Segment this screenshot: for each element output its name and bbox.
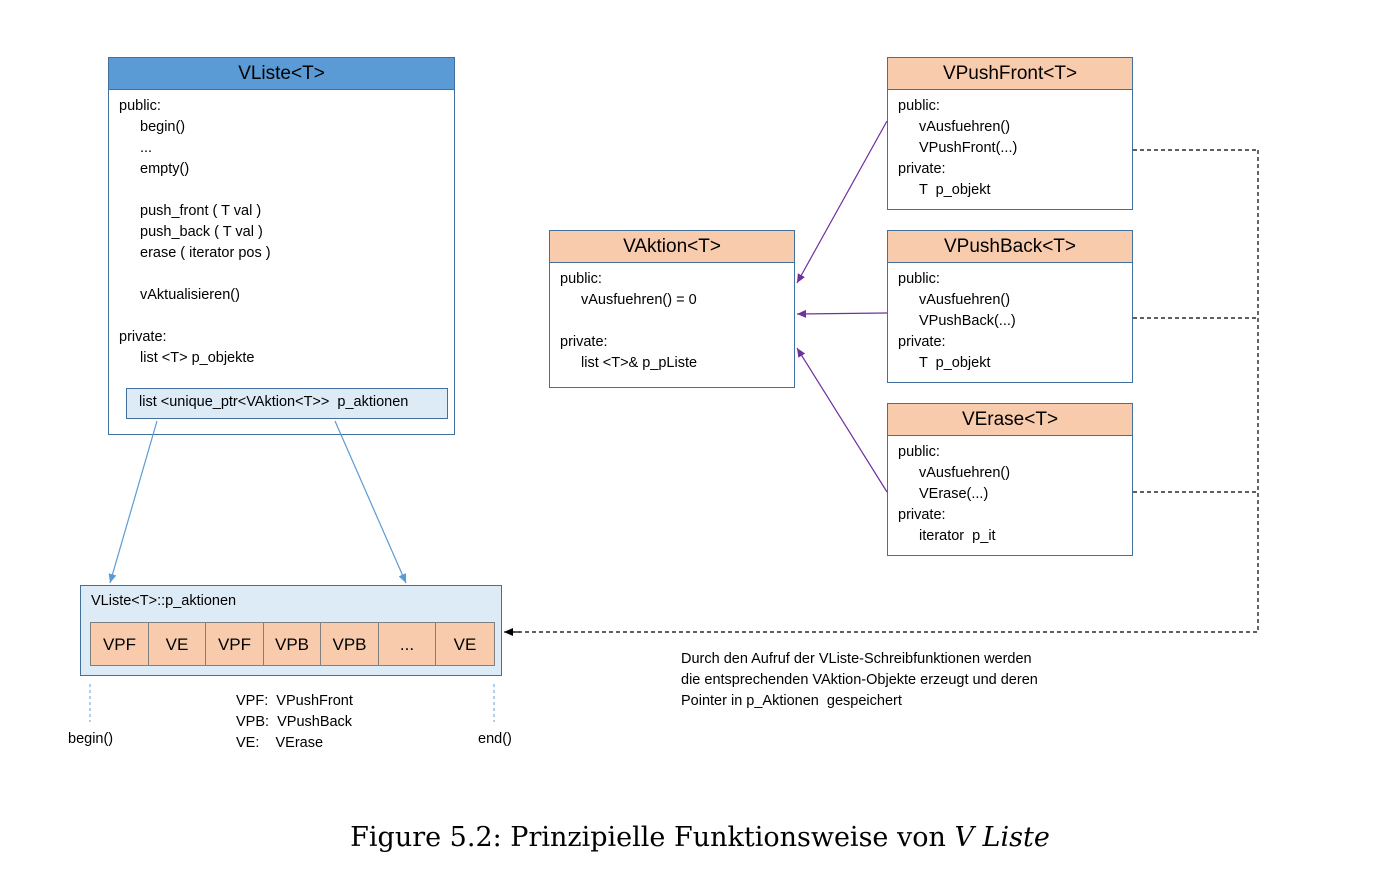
verase-constructor: VErase(...) [919, 486, 989, 502]
vpushback-public-label: public: [898, 271, 940, 287]
p-aktionen-array-box: VListe<T>::p_aktionen VPF VE VPF VPB VPB… [80, 585, 502, 676]
legend-ve: VE: VErase [236, 735, 324, 751]
vpushfront-method-vausfuehren: vAusfuehren() [919, 119, 1011, 135]
inherit-arrow-vpushfront [796, 120, 888, 284]
array-cell: VE [435, 622, 495, 666]
vliste-member-p-aktionen: list <unique_ptr<VAktion<T>> p_aktionen [126, 388, 448, 419]
begin-marker-label: begin() [68, 731, 114, 747]
vpushfront-class-box: VPushFront<T> public: vAusfuehren() VPus… [887, 57, 1133, 210]
vpushfront-constructor: VPushFront(...) [919, 140, 1018, 156]
pointer-arrow-begin [108, 420, 158, 584]
legend-vpb: VPB: VPushBack [236, 714, 353, 730]
vpushback-class-box: VPushBack<T> public: vAusfuehren() VPush… [887, 230, 1133, 383]
vpushfront-member-p-objekt: T p_objekt [919, 182, 991, 198]
vpushback-constructor: VPushBack(...) [919, 313, 1016, 329]
vliste-method-begin: begin() [140, 119, 186, 135]
explanation-note-line-2: die entsprechenden VAktion-Objekte erzeu… [681, 672, 1038, 688]
explanation-note-line-1: Durch den Aufruf der VListe-Schreibfunkt… [681, 651, 1032, 667]
vliste-method-push-back: push_back ( T val ) [140, 224, 263, 240]
verase-class-title: VErase<T> [888, 404, 1132, 436]
vliste-method-empty: empty() [140, 161, 190, 177]
vliste-member-p-objekte: list <T> p_objekte [140, 350, 255, 366]
array-cell: VPF [205, 622, 264, 666]
vliste-method-ellipsis: ... [140, 140, 153, 156]
inherit-arrow-verase [796, 347, 888, 493]
vaktion-member-p-pliste: list <T>& p_pListe [581, 355, 698, 371]
figure-caption: Figure 5.2: Prinzipielle Funktionsweise … [0, 822, 1400, 853]
vpushfront-private-label: private: [898, 161, 946, 177]
array-cell: VPB [263, 622, 321, 666]
vliste-method-vaktualisieren: vAktualisieren() [140, 287, 240, 303]
vpushfront-class-title: VPushFront<T> [888, 58, 1132, 90]
array-cell: VE [148, 622, 206, 666]
vliste-class-box: VListe<T> public: begin() ... empty() pu… [108, 57, 455, 435]
vpushback-class-title: VPushBack<T> [888, 231, 1132, 263]
pointer-arrow-end [334, 420, 407, 584]
vpushback-member-p-objekt: T p_objekt [919, 355, 991, 371]
array-cell: ... [378, 622, 436, 666]
vaktion-public-label: public: [560, 271, 602, 287]
vliste-method-erase: erase ( iterator pos ) [140, 245, 271, 261]
vaktion-class-title: VAktion<T> [550, 231, 794, 263]
vliste-method-push-front: push_front ( T val ) [140, 203, 262, 219]
vpushback-method-vausfuehren: vAusfuehren() [919, 292, 1011, 308]
verase-class-box: VErase<T> public: vAusfuehren() VErase(.… [887, 403, 1133, 556]
legend-vpf: VPF: VPushFront [236, 693, 353, 709]
array-cell: VPB [320, 622, 379, 666]
vpushfront-public-label: public: [898, 98, 940, 114]
vliste-private-label: private: [119, 329, 167, 345]
end-marker-label: end() [478, 731, 512, 747]
vaktion-class-box: VAktion<T> public: vAusfuehren() = 0 pri… [549, 230, 795, 388]
vaktion-method-vausfuehren: vAusfuehren() = 0 [581, 292, 697, 308]
verase-method-vausfuehren: vAusfuehren() [919, 465, 1011, 481]
verase-member-p-it: iterator p_it [919, 528, 996, 544]
verase-private-label: private: [898, 507, 946, 523]
vaktion-private-label: private: [560, 334, 608, 350]
inherit-arrow-vpushback [796, 309, 888, 318]
p-aktionen-array-label: VListe<T>::p_aktionen [91, 593, 237, 609]
vliste-class-title: VListe<T> [109, 58, 454, 90]
figure-caption-name: V Liste [954, 822, 1050, 853]
verase-public-label: public: [898, 444, 940, 460]
vliste-public-label: public: [119, 98, 161, 114]
figure-caption-text: Figure 5.2: Prinzipielle Funktionsweise … [350, 822, 955, 853]
array-cell: VPF [90, 622, 149, 666]
explanation-note-line-3: Pointer in p_Aktionen gespeichert [681, 693, 902, 709]
vpushback-private-label: private: [898, 334, 946, 350]
creation-dashed-connector [506, 149, 1259, 633]
